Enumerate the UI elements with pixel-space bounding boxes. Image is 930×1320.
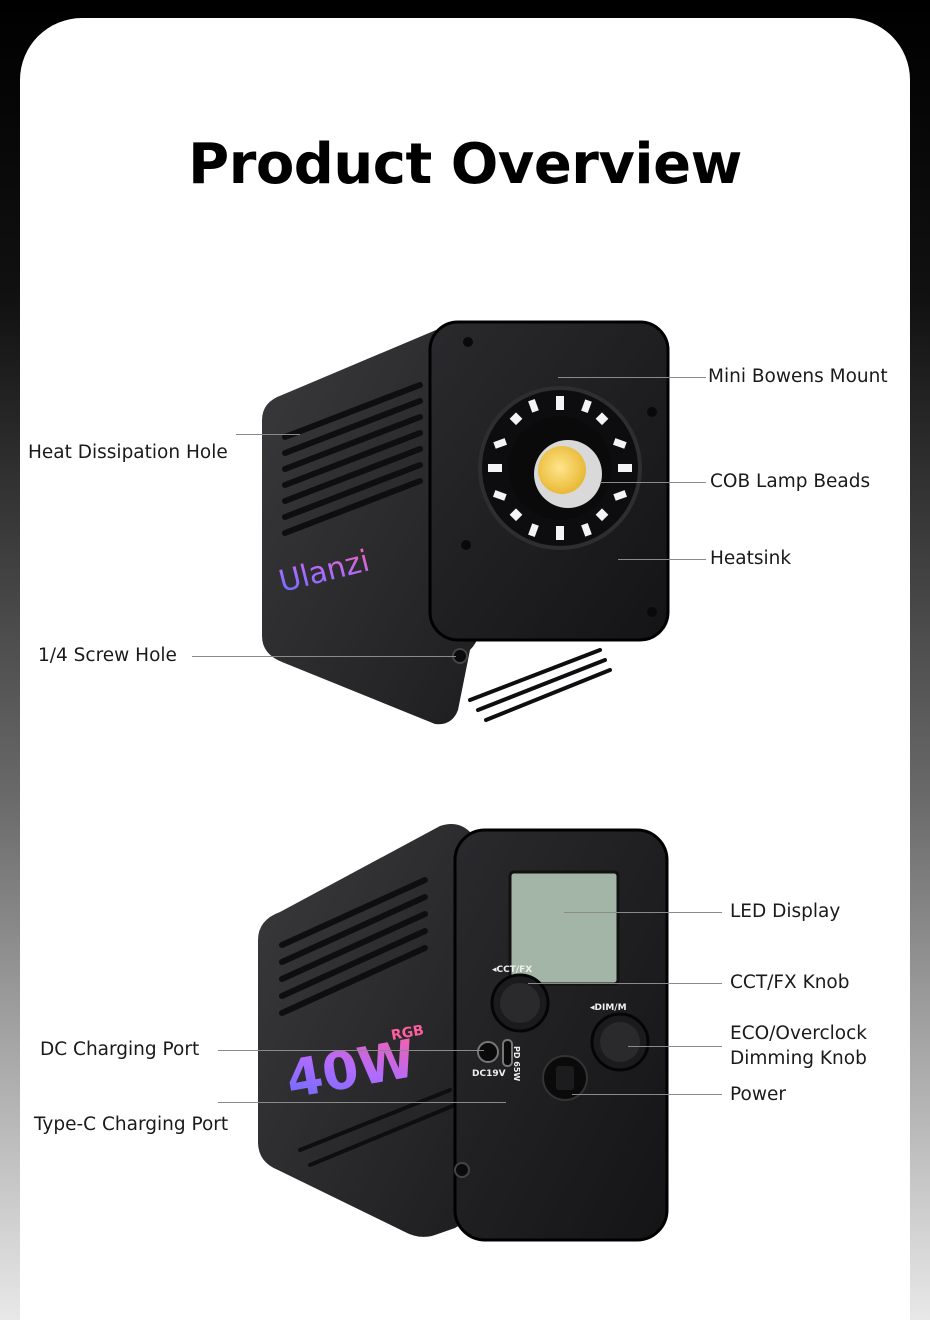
eco-leader-line: [628, 1046, 722, 1047]
screw-leader-line: [192, 656, 456, 657]
heatsink-leader-line: [618, 559, 706, 560]
cob-leader-line: [600, 482, 706, 483]
dc-charging-port[interactable]: [477, 1041, 499, 1063]
dc-leader-line: [218, 1050, 484, 1051]
callout-cct-fx-knob: CCT/FX Knob: [730, 972, 850, 993]
cct-leader-line: [528, 983, 722, 984]
light-top-view: Ulanzi: [262, 320, 670, 725]
side-vents-bottom: [279, 877, 428, 1016]
page-title: Product Overview: [188, 132, 742, 197]
heatsink-fins: [488, 396, 632, 540]
callout-power: Power: [730, 1084, 786, 1105]
light-back-view: ◂CCT/FX ◂DIM/M DC19V PD 65W 40W RGB: [258, 824, 669, 1242]
mount-leader-line: [558, 377, 706, 378]
pd-port-label: PD 65W: [512, 1046, 521, 1081]
callout-screw-hole: 1/4 Screw Hole: [38, 645, 177, 666]
body-side-bottom: [258, 824, 470, 1237]
cct-knob-label: ◂CCT/FX: [492, 965, 532, 975]
callout-heatsink: Heatsink: [710, 548, 792, 569]
heat-dissipation-slots: [282, 382, 423, 536]
power-leader-line: [572, 1094, 722, 1095]
dim-knob-label: ◂DIM/M: [590, 1003, 627, 1013]
screw-hole-bottom: [454, 1162, 470, 1178]
callout-cob-lamp-beads: COB Lamp Beads: [710, 471, 871, 492]
type-c-port[interactable]: [502, 1039, 513, 1067]
callout-eco-overclock: ECO/Overclock: [730, 1023, 868, 1044]
heat-hole-leader-line: [236, 434, 300, 435]
bottom-vents-top: [468, 648, 612, 722]
led-display: [508, 870, 620, 986]
typec-leader-line: [218, 1102, 506, 1103]
dc-port-label: DC19V: [472, 1069, 506, 1079]
callout-mini-bowens-mount: Mini Bowens Mount: [708, 366, 888, 387]
callout-dimming-knob: Dimming Knob: [730, 1048, 867, 1069]
callout-dc-charging-port: DC Charging Port: [40, 1039, 200, 1060]
rgb-badge: RGB: [390, 1022, 425, 1043]
led-leader-line: [564, 912, 722, 913]
callout-led-display: LED Display: [730, 901, 841, 922]
callout-type-c-charging-port: Type-C Charging Port: [34, 1114, 229, 1135]
callout-heat-dissipation-hole: Heat Dissipation Hole: [28, 442, 228, 463]
